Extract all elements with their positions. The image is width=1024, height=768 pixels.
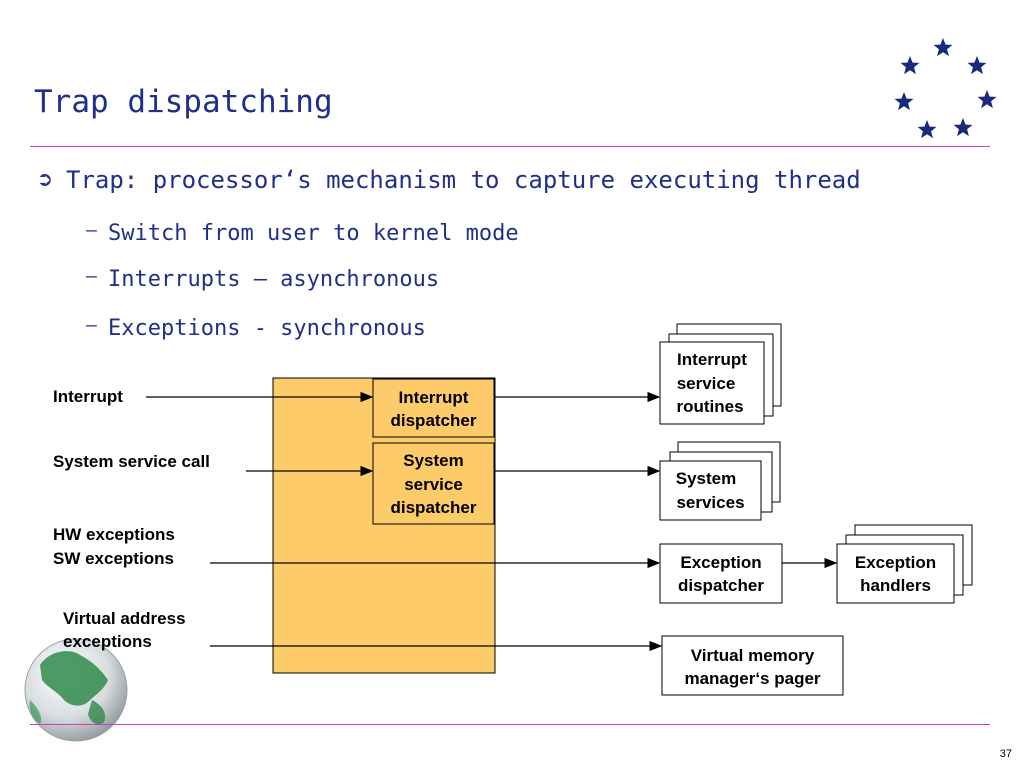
system-services-line1: System bbox=[675, 469, 737, 488]
sub-bullet: –Exceptions - synchronous bbox=[86, 315, 426, 341]
isr-stack-front bbox=[659, 341, 765, 425]
interrupt-source-label: Interrupt bbox=[53, 387, 123, 406]
hw-exceptions-label: HW exceptions bbox=[53, 525, 175, 544]
sub-bullet: –Interrupts – asynchronous bbox=[86, 266, 439, 292]
main-bullet: ➲ Trap: processor‘s mechanism to capture … bbox=[38, 166, 861, 194]
bottom-divider bbox=[30, 724, 990, 725]
vm-pager-box bbox=[661, 635, 844, 696]
exception-handlers-line1: Exception bbox=[854, 553, 937, 572]
isr-line3: routines bbox=[676, 397, 744, 416]
dash-icon: – bbox=[86, 266, 97, 287]
vm-pager-line2: manager‘s pager bbox=[684, 669, 821, 688]
sub-bullet-text: Interrupts – asynchronous bbox=[108, 267, 440, 292]
exception-dispatcher-box bbox=[659, 543, 783, 604]
interrupt-dispatcher-line1: Interrupt bbox=[398, 388, 469, 407]
virtual-address-exceptions-label: exceptions bbox=[63, 632, 152, 651]
sub-bullet: –Switch from user to kernel mode bbox=[86, 220, 519, 246]
handlers-stack-front bbox=[836, 543, 955, 604]
sub-bullet-text: Exceptions - synchronous bbox=[108, 316, 426, 341]
slide-title: Trap dispatching bbox=[34, 84, 333, 120]
system-service-call-label: System service call bbox=[53, 452, 210, 471]
sw-exceptions-label: SW exceptions bbox=[53, 549, 174, 568]
dash-icon: – bbox=[86, 220, 97, 241]
system-service-dispatcher-line3: dispatcher bbox=[390, 498, 477, 517]
main-bullet-text: Trap: processor‘s mechanism to capture e… bbox=[66, 166, 861, 194]
system-service-dispatcher-line2: service bbox=[404, 475, 463, 494]
sub-bullet-text: Switch from user to kernel mode bbox=[108, 221, 519, 246]
sys-stack-front bbox=[659, 460, 762, 521]
page-number: 37 bbox=[999, 748, 1012, 760]
interrupt-dispatcher-box bbox=[372, 378, 495, 438]
exception-dispatcher-line1: Exception bbox=[680, 553, 762, 572]
vm-pager-line1: Virtual memory bbox=[690, 646, 815, 665]
exception-dispatcher-line2: dispatcher bbox=[678, 576, 764, 595]
exception-handlers-line2: handlers bbox=[860, 576, 931, 595]
globe-icon bbox=[24, 638, 128, 742]
interrupt-dispatcher-line2: dispatcher bbox=[390, 411, 477, 430]
dash-icon: – bbox=[86, 315, 97, 336]
system-service-dispatcher-line1: System bbox=[403, 451, 464, 470]
arrow-bullet-icon: ➲ bbox=[38, 166, 53, 194]
virtual-address-label: Virtual address bbox=[63, 609, 186, 628]
system-services-line2: services bbox=[676, 493, 745, 512]
system-service-dispatcher-box bbox=[372, 442, 495, 525]
top-divider bbox=[30, 146, 990, 147]
isr-line2: service bbox=[676, 374, 736, 393]
isr-line1: Interrupt bbox=[677, 350, 747, 369]
